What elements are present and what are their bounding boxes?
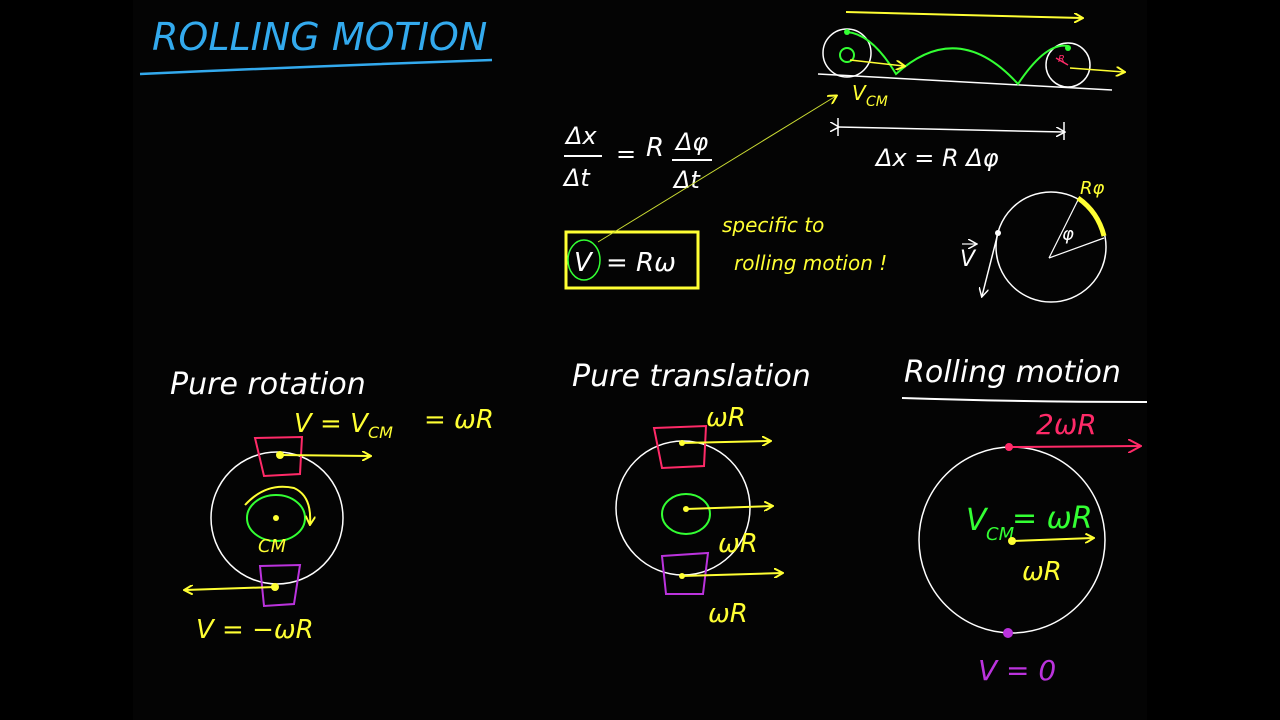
translation-mid-label: ωR xyxy=(718,529,758,559)
pure-rotation-top-eq: V = V xyxy=(294,409,370,439)
bottom-element-box xyxy=(258,563,302,608)
translation-bottom-label: ωR xyxy=(708,599,748,629)
specific-note-line1: specific to xyxy=(722,213,824,237)
boxed-velocity-equation: V = Rω xyxy=(564,230,700,290)
cycloid-path xyxy=(846,31,1069,86)
end-radius-label: R xyxy=(1058,54,1065,65)
pure-rotation-top-eq-sub: CM xyxy=(368,423,393,442)
pure-rotation-heading: Pure rotation xyxy=(170,367,366,402)
pointer-arrow-to-vcm xyxy=(597,96,836,243)
pure-rotation-top-eq-end: = ωR xyxy=(424,405,494,435)
pure-rotation-diagram: Pure rotation V = V CM = ωR CM V = −ωR xyxy=(170,367,494,645)
translation-top-arrow xyxy=(681,441,770,443)
top-motion-arrow xyxy=(845,11,1082,18)
translation-bottom-box xyxy=(660,551,710,595)
rolling-mid-label: ωR xyxy=(1022,557,1062,587)
translation-center-mark xyxy=(661,493,711,535)
pure-rotation-bottom-eq: V = −ωR xyxy=(196,615,314,645)
point-end xyxy=(1065,45,1071,51)
point-start xyxy=(844,29,850,35)
ground-line xyxy=(817,73,1113,91)
rolling-top-label: 2ωR xyxy=(1036,408,1097,441)
vcm-label: V xyxy=(852,81,867,105)
rolling-vcm-equation-end: = ωR xyxy=(1012,501,1093,536)
eq-dt-right: Δt xyxy=(672,166,701,194)
arc-length-highlight xyxy=(1076,195,1107,237)
vcm-label-subscript: CM xyxy=(866,94,888,110)
eq-r: R xyxy=(646,133,664,163)
arc-wheel-circle xyxy=(995,191,1107,303)
tangent-velocity-arrow xyxy=(982,232,999,296)
rolling-bottom-label: V = 0 xyxy=(978,654,1056,687)
wheel-start-center-mark xyxy=(839,47,855,63)
equation-box xyxy=(564,230,700,290)
arc-radius-1 xyxy=(1048,199,1079,259)
rolling-path-sketch: R V CM xyxy=(817,11,1124,110)
rolling-motion-heading: Rolling motion xyxy=(904,355,1121,390)
rolling-top-arrow xyxy=(1008,446,1140,447)
eq-dphi: Δφ xyxy=(674,128,708,156)
title-underline xyxy=(139,58,493,76)
board-surface xyxy=(133,0,1147,720)
rolling-contact-point xyxy=(1003,628,1013,638)
arc-angle-diagram: Rφ φ V xyxy=(960,178,1107,303)
end-velocity-arrow xyxy=(1069,68,1124,72)
eq-equals: = xyxy=(616,140,636,168)
translation-bottom-arrow xyxy=(681,573,782,576)
specific-note-line2: rolling motion ! xyxy=(734,251,887,275)
pure-translation-diagram: Pure translation ωR ωR ωR xyxy=(572,359,811,629)
dx-equation: Δx = R Δφ xyxy=(874,144,999,172)
start-velocity-arrow xyxy=(849,59,904,66)
tangent-velocity-label: V xyxy=(960,247,977,272)
arc-length-label: Rφ xyxy=(1080,178,1105,199)
end-radius-line xyxy=(1055,57,1069,66)
bottom-velocity-arrow xyxy=(185,587,276,590)
translation-top-box xyxy=(652,424,708,470)
wheel-end xyxy=(1045,42,1091,88)
eq-dx: Δx xyxy=(564,122,597,150)
rotation-center-dot xyxy=(273,515,279,521)
rotation-cm-label: CM xyxy=(258,536,287,557)
translation-top-label: ωR xyxy=(706,403,746,433)
rotation-direction-arrow xyxy=(244,485,310,524)
v-highlight-circle xyxy=(567,239,601,281)
top-element-box xyxy=(253,435,304,478)
top-velocity-arrow xyxy=(279,455,370,456)
rolling-heading-underline xyxy=(901,397,1148,403)
ratio-equation: Δx Δt = R Δφ Δt xyxy=(562,122,712,194)
eq-dt: Δt xyxy=(562,164,591,192)
arc-radius-2 xyxy=(1048,237,1105,259)
rolling-motion-diagram: Rolling motion 2ωR V CM = ωR ωR V = 0 xyxy=(901,355,1148,687)
displacement-span-arrow xyxy=(838,127,1064,132)
displacement-relation: Δx = R Δφ xyxy=(838,118,1064,172)
translation-center-arrow xyxy=(685,506,772,509)
rolling-vcm-label: V xyxy=(966,503,989,538)
boxed-v: V xyxy=(574,248,594,278)
pure-translation-heading: Pure translation xyxy=(572,359,811,394)
title: ROLLING MOTION xyxy=(152,15,487,59)
boxed-r-omega: = Rω xyxy=(606,248,676,278)
rolling-center-arrow xyxy=(1011,538,1093,541)
angle-label: φ xyxy=(1062,224,1074,245)
rolling-vcm-subscript: CM xyxy=(986,524,1015,545)
